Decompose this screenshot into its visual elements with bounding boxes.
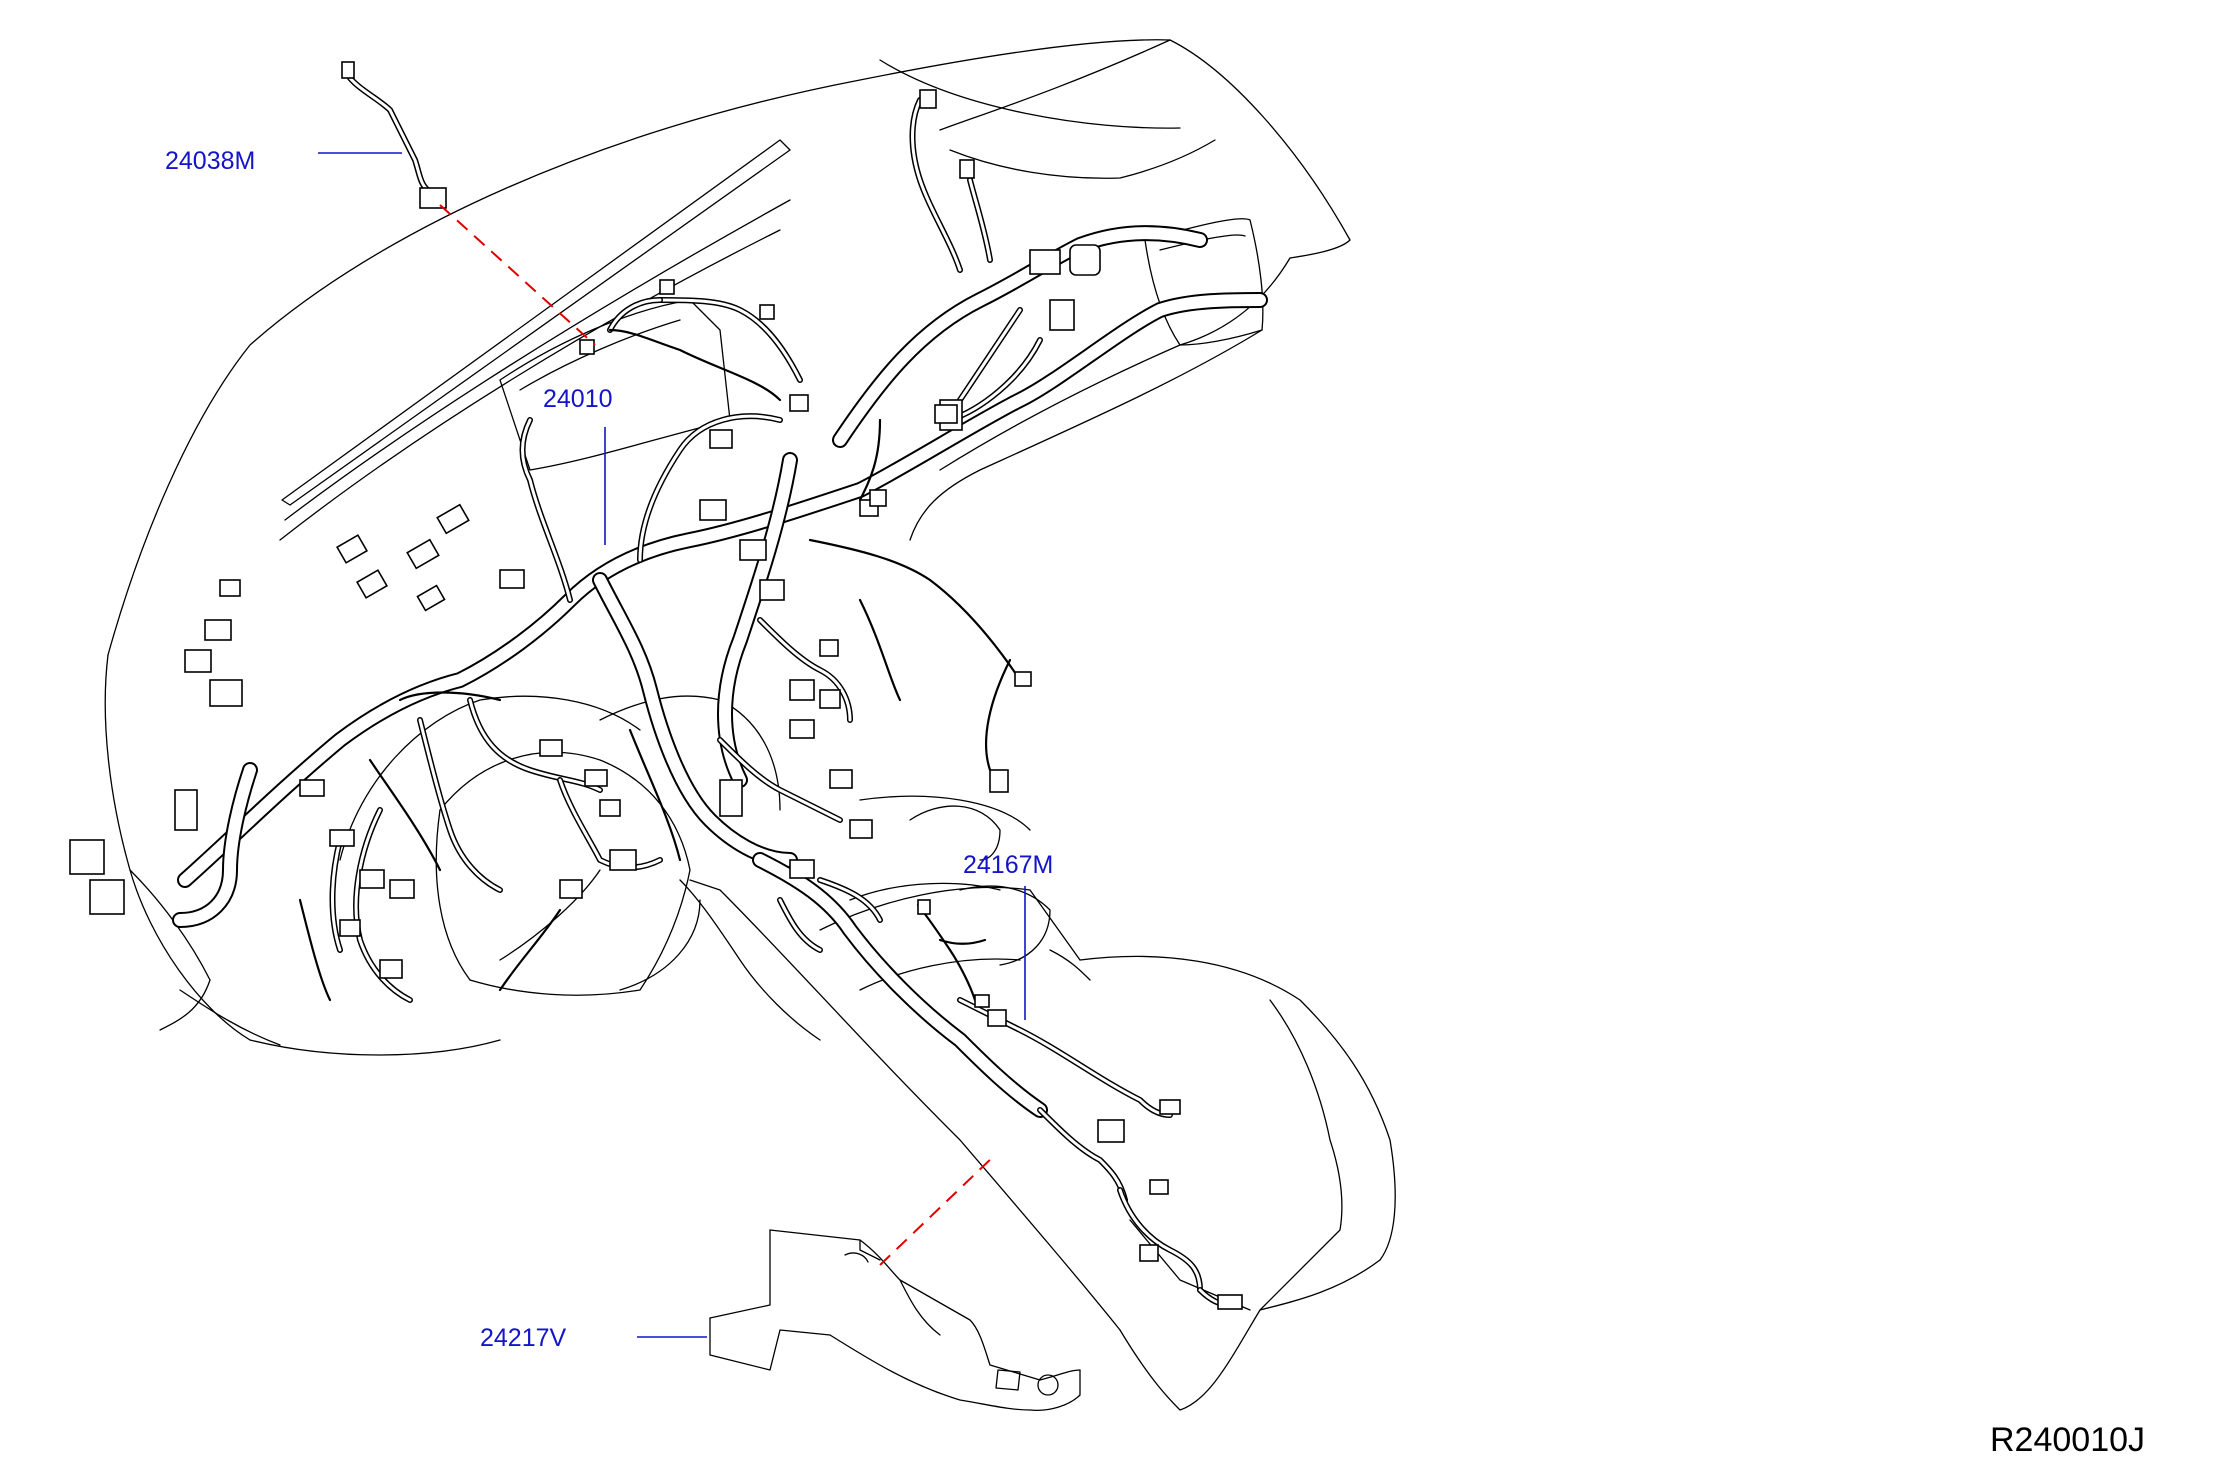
harness-branches [298,97,1043,1003]
phantom-line-24038m [439,204,596,346]
callout-24010[interactable]: 24010 [543,385,613,413]
phantom-lines [439,204,996,1266]
phantom-line-24217v [879,1154,996,1266]
callout-24167m[interactable]: 24167M [963,851,1053,879]
main-harness-trunk [172,225,1268,1118]
diagram-reference-code: R240010J [1990,1421,2145,1459]
instrument-panel-outline [104,39,1396,1411]
callout-24038m[interactable]: 24038M [165,147,255,175]
bracket-24217v [709,1229,1081,1411]
callout-24217v[interactable]: 24217V [480,1324,567,1352]
callout-labels: 24038M 24010 24167M 24217V [165,147,1053,1352]
leader-lines [318,152,1026,1338]
console-harness [916,899,1243,1310]
harness-connectors [69,89,1101,979]
sub-harness-24038m [341,61,447,209]
